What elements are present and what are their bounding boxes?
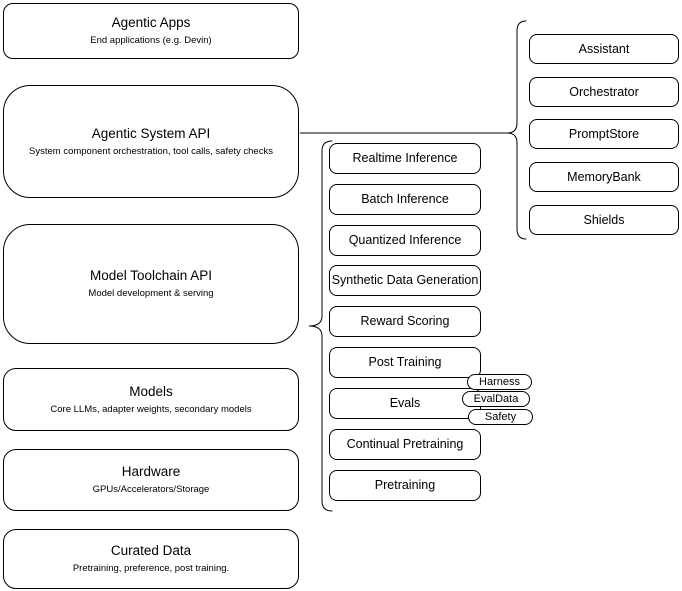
component-label: Realtime Inference (352, 151, 458, 165)
component-label: Reward Scoring (360, 314, 450, 328)
layer-title: Agentic System API (91, 125, 211, 141)
component-label: Assistant (578, 41, 630, 56)
eval-badge-safety: Safety (468, 409, 533, 425)
component-box-realtime-inference: Realtime Inference (329, 143, 481, 174)
eval-badge-harness: Harness (467, 374, 532, 390)
component-label: Quantized Inference (348, 233, 462, 247)
component-label: Batch Inference (361, 192, 449, 206)
component-label: Synthetic Data Generation (331, 273, 479, 287)
eval-badge-label: Safety (484, 411, 517, 423)
component-box-synthetic-data-generation: Synthetic Data Generation (329, 265, 481, 296)
component-box-memorybank: MemoryBank (529, 162, 679, 192)
component-label: MemoryBank (567, 169, 641, 184)
layer-title: Curated Data (110, 543, 192, 558)
component-box-evals: Evals (329, 388, 481, 419)
layer-title: Models (129, 383, 173, 399)
layer-subtitle: GPUs/Accelerators/Storage (92, 484, 210, 495)
component-label: Orchestrator (569, 84, 639, 99)
layer-subtitle: System component orchestration, tool cal… (29, 145, 273, 157)
component-box-batch-inference: Batch Inference (329, 184, 481, 215)
toolchain-components-brace (308, 140, 333, 512)
component-box-continual-pretraining: Continual Pretraining (329, 429, 481, 460)
eval-badge-label: EvalData (473, 393, 519, 405)
component-box-post-training: Post Training (329, 347, 481, 378)
eval-badge-label: Harness (479, 376, 520, 388)
component-label: Continual Pretraining (346, 437, 464, 451)
layer-box-agentic-system-api: Agentic System API System component orche… (3, 85, 299, 198)
layer-subtitle: Core LLMs, adapter weights, secondary mo… (50, 403, 252, 415)
component-box-quantized-inference: Quantized Inference (329, 225, 481, 256)
component-label: Shields (583, 212, 625, 227)
eval-badge-evaldata: EvalData (462, 391, 530, 407)
component-box-assistant: Assistant (529, 34, 679, 64)
component-box-pretraining: Pretraining (329, 470, 481, 501)
layer-title: Hardware (121, 464, 181, 479)
component-label: PromptStore (568, 126, 640, 141)
layer-subtitle: End applications (e.g. Devin) (90, 35, 212, 46)
component-box-promptstore: PromptStore (529, 119, 679, 149)
layer-title: Agentic Apps (111, 15, 191, 30)
layer-subtitle: Model development & serving (88, 288, 214, 299)
component-label: Pretraining (374, 478, 436, 492)
component-box-orchestrator: Orchestrator (529, 77, 679, 107)
component-box-shields: Shields (529, 205, 679, 235)
component-label: Evals (389, 396, 421, 410)
system-components-brace (506, 20, 527, 240)
layer-box-model-toolchain-api: Model Toolchain API Model development & s… (3, 224, 299, 344)
layer-subtitle: Pretraining, preference, post training. (72, 563, 230, 574)
component-label: Post Training (368, 355, 442, 369)
component-box-reward-scoring: Reward Scoring (329, 306, 481, 337)
layer-title: Model Toolchain API (89, 268, 213, 283)
